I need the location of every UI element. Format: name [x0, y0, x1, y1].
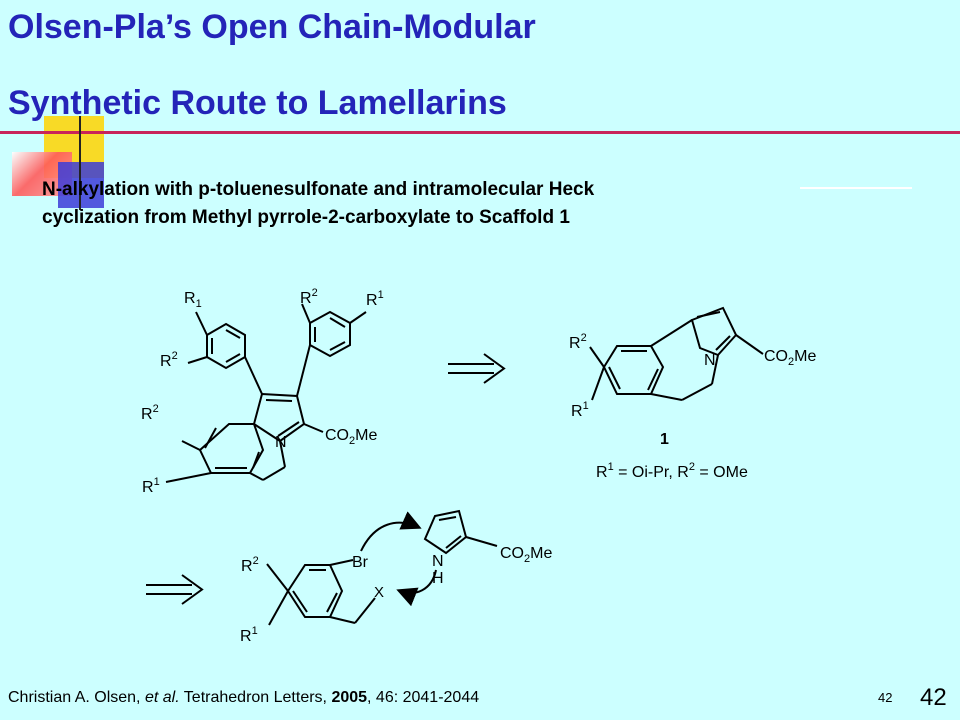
slide-subtitle: N-alkylation with p-toluenesulfonate and… [42, 176, 594, 232]
label-r1: R1 [142, 476, 160, 496]
aryl-precursor-structure [266, 559, 376, 626]
label-nitrogen: N [432, 553, 444, 570]
label-nitrogen: N [275, 434, 287, 451]
compound-number: 1 [660, 431, 669, 448]
label-r2: R2 [241, 555, 259, 575]
label-r1: R1 [240, 625, 258, 645]
page-number: 42 [920, 684, 947, 711]
subtitle-line1: N-alkylation with p-toluenesulfonate and… [42, 179, 595, 200]
citation-authors: Christian A. Olsen, [8, 689, 145, 706]
subtitle-line2: cyclization from Methyl pyrrole-2-carbox… [42, 207, 570, 228]
label-ester: CO2Me [325, 427, 377, 447]
label-nitrogen: N [704, 352, 716, 369]
title-rule [0, 131, 960, 134]
decor-white-line [800, 187, 912, 189]
pyrrole-ester-structure [423, 509, 498, 555]
decor-blue-square [58, 162, 104, 208]
substituent-definition: R1 = Oi-Pr, R2 = OMe [596, 461, 748, 481]
label-r1: R1 [571, 400, 589, 420]
label-r1: R1 [366, 289, 384, 309]
decor-vertical-line [79, 116, 81, 210]
label-ester: CO2Me [764, 348, 816, 368]
lamellarin-structure [165, 303, 367, 483]
scaffold-labels: R2 R1 N CO2Me 1 R1 = Oi-Pr, R2 = OMe [569, 332, 816, 481]
citation-journal: Tetrahedron Letters, [179, 689, 332, 706]
citation: Christian A. Olsen, et al. Tetrahedron L… [8, 689, 479, 707]
citation-volume-pages: , 46: 2041-2044 [367, 689, 480, 706]
retro-arrow [448, 353, 506, 384]
label-r2: R2 [300, 287, 318, 307]
page-number-small: 42 [878, 690, 893, 705]
lamellarin-labels: R1 R2 R1 R2 R2 R1 N CO2Me [141, 287, 384, 496]
label-bromine: Br [352, 554, 369, 571]
retro-arrow [146, 574, 204, 605]
precursor-labels: R2 R1 Br X N H CO2Me [240, 545, 552, 645]
label-ester: CO2Me [500, 545, 552, 565]
label-r2: R2 [569, 332, 587, 352]
reaction-arrows [360, 511, 437, 607]
scaffold-structure [589, 306, 764, 401]
label-r1: R1 [184, 290, 202, 310]
label-r2: R2 [160, 350, 178, 370]
label-leaving-group: X [374, 584, 384, 601]
label-r2: R2 [141, 403, 159, 423]
slide-title-line1: Olsen-Pla’s Open Chain-Modular [8, 8, 536, 46]
citation-year: 2005 [331, 689, 368, 706]
label-hydrogen: H [432, 570, 444, 587]
slide-title-line2: Synthetic Route to Lamellarins [8, 84, 507, 122]
citation-etal: et al. [144, 689, 180, 706]
